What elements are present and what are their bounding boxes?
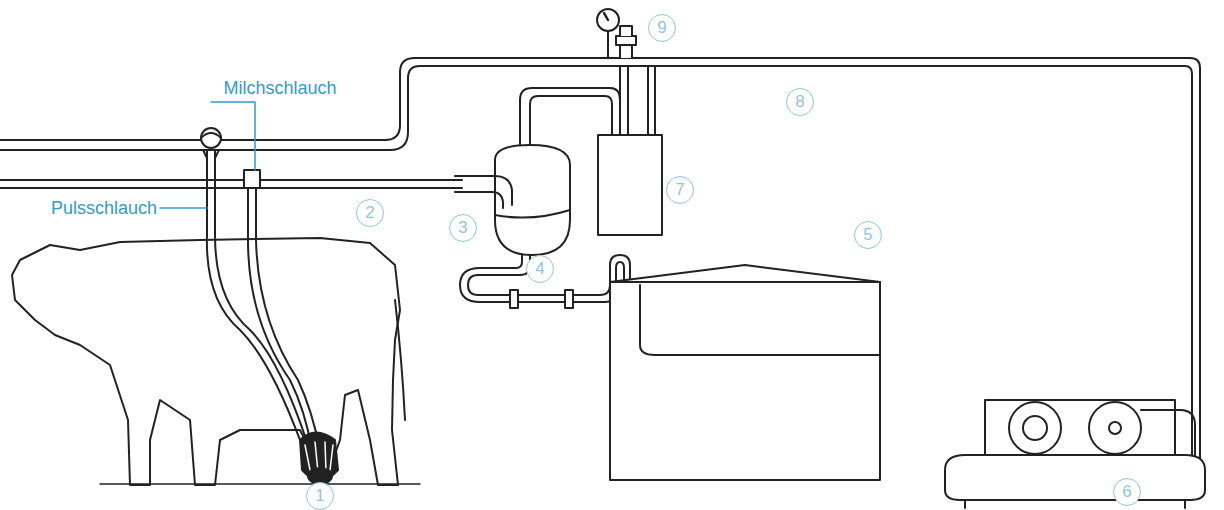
callout-number: 9 (648, 14, 676, 42)
callout-number: 4 (526, 255, 554, 283)
callout-number: 1 (306, 482, 334, 510)
callout-number: 6 (1113, 478, 1141, 506)
part-label: Milchschlauch (221, 78, 338, 99)
callout-number: 7 (666, 176, 694, 204)
callout-number: 2 (356, 199, 384, 227)
callout-number: 8 (786, 88, 814, 116)
callout-number: 5 (854, 221, 882, 249)
callout-number: 3 (449, 214, 477, 242)
part-label: Pulsschlauch (49, 198, 159, 219)
